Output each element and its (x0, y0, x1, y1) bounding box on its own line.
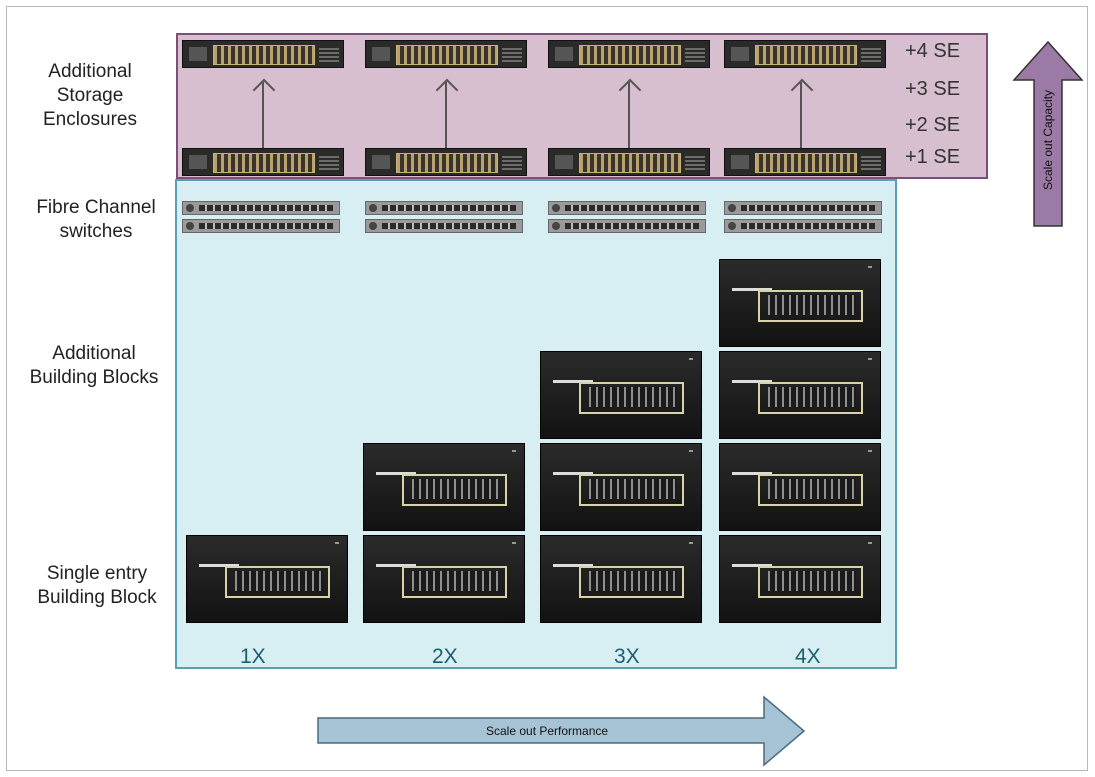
se-label-4: +4 SE (905, 40, 961, 62)
scale-label-3x: 3X (614, 645, 640, 668)
diagram-frame (6, 6, 1088, 771)
stack-arrow-line (800, 82, 802, 148)
se-label-1: +1 SE (905, 146, 961, 168)
storage-enclosure-top (182, 40, 344, 68)
fibre-channel-switch (548, 219, 706, 233)
label-fibre-channel-switches: Fibre Channel switches (36, 197, 156, 242)
scale-label-4x: 4X (795, 645, 821, 668)
scale-out-capacity-arrow: Scale out Capacity (1012, 40, 1084, 227)
building-block (540, 535, 702, 623)
building-block (719, 535, 881, 623)
se-label-2: +2 SE (905, 114, 961, 136)
storage-enclosure-bottom (548, 148, 710, 176)
fibre-channel-switch (365, 201, 523, 215)
fibre-channel-switch (182, 201, 340, 215)
scale-label-1x: 1X (240, 645, 266, 668)
se-label-3: +3 SE (905, 78, 961, 100)
storage-enclosure-top (365, 40, 527, 68)
scale-out-capacity-label: Scale out Capacity (1041, 90, 1055, 190)
storage-enclosure-top (724, 40, 886, 68)
building-block (719, 443, 881, 531)
storage-enclosure-bottom (365, 148, 527, 176)
scale-out-performance-label: Scale out Performance (486, 724, 608, 738)
building-block (186, 535, 348, 623)
fibre-channel-switch (548, 201, 706, 215)
building-block (540, 443, 702, 531)
stack-arrow-line (262, 82, 264, 148)
scale-out-performance-arrow: Scale out Performance (317, 695, 806, 767)
building-block (719, 259, 881, 347)
label-storage-enclosures: Additional Storage Enclosures (43, 61, 137, 130)
fibre-channel-switch (724, 219, 882, 233)
building-block (363, 443, 525, 531)
storage-enclosure-bottom (724, 148, 886, 176)
building-block (540, 351, 702, 439)
storage-enclosure-top (548, 40, 710, 68)
stack-arrow-line (628, 82, 630, 148)
label-single-entry-building-block: Single entry Building Block (37, 563, 157, 608)
label-additional-building-blocks: Additional Building Blocks (29, 343, 159, 388)
scale-label-2x: 2X (432, 645, 458, 668)
fibre-channel-switch (182, 219, 340, 233)
fibre-channel-switch (365, 219, 523, 233)
stack-arrow-line (445, 82, 447, 148)
storage-enclosure-bottom (182, 148, 344, 176)
building-block (363, 535, 525, 623)
building-block (719, 351, 881, 439)
fibre-channel-switch (724, 201, 882, 215)
